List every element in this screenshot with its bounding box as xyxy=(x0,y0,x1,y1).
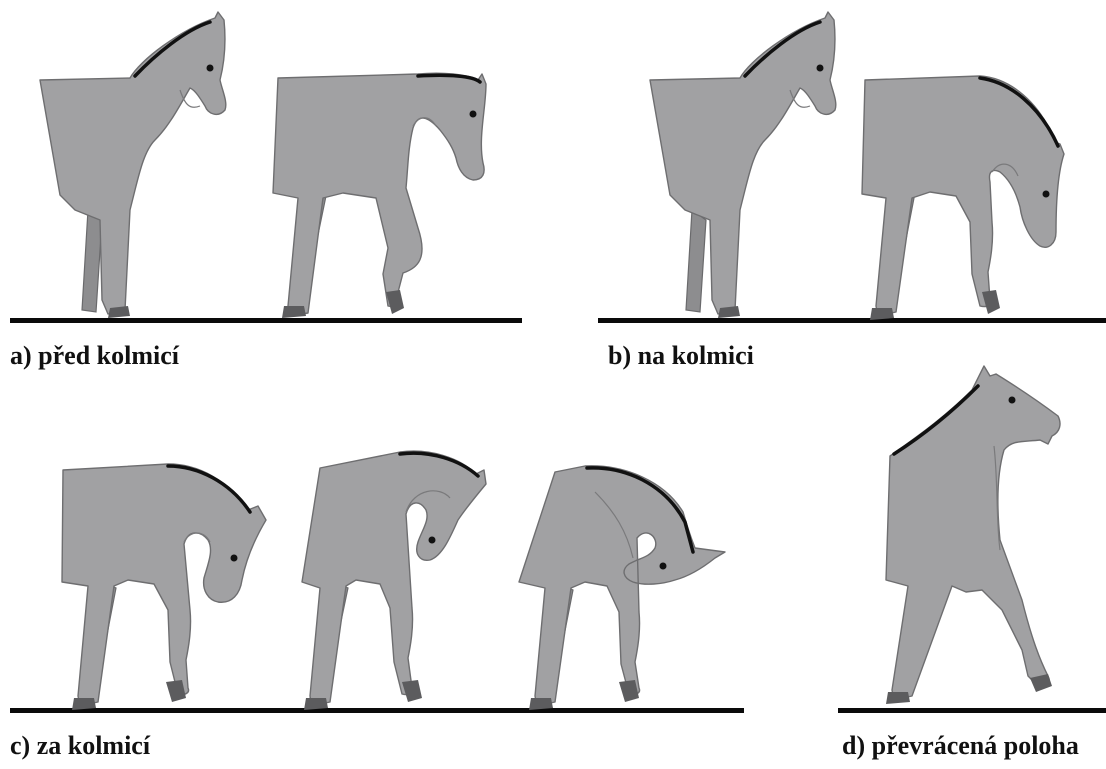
caption-a: a) před kolmicí xyxy=(10,343,179,369)
horse-c-1 xyxy=(58,460,273,714)
caption-d: d) převrácená poloha xyxy=(842,733,1079,759)
caption-b: b) na kolmici xyxy=(608,343,754,369)
horse-b-2 xyxy=(860,72,1080,324)
horse-a-2 xyxy=(268,68,498,323)
horse-c-3 xyxy=(515,462,730,714)
horse-c-2 xyxy=(290,448,495,714)
horse-b-1 xyxy=(640,10,850,325)
horse-d-1 xyxy=(872,360,1072,714)
caption-c: c) za kolmicí xyxy=(10,733,150,759)
horse-a-1 xyxy=(30,10,240,325)
